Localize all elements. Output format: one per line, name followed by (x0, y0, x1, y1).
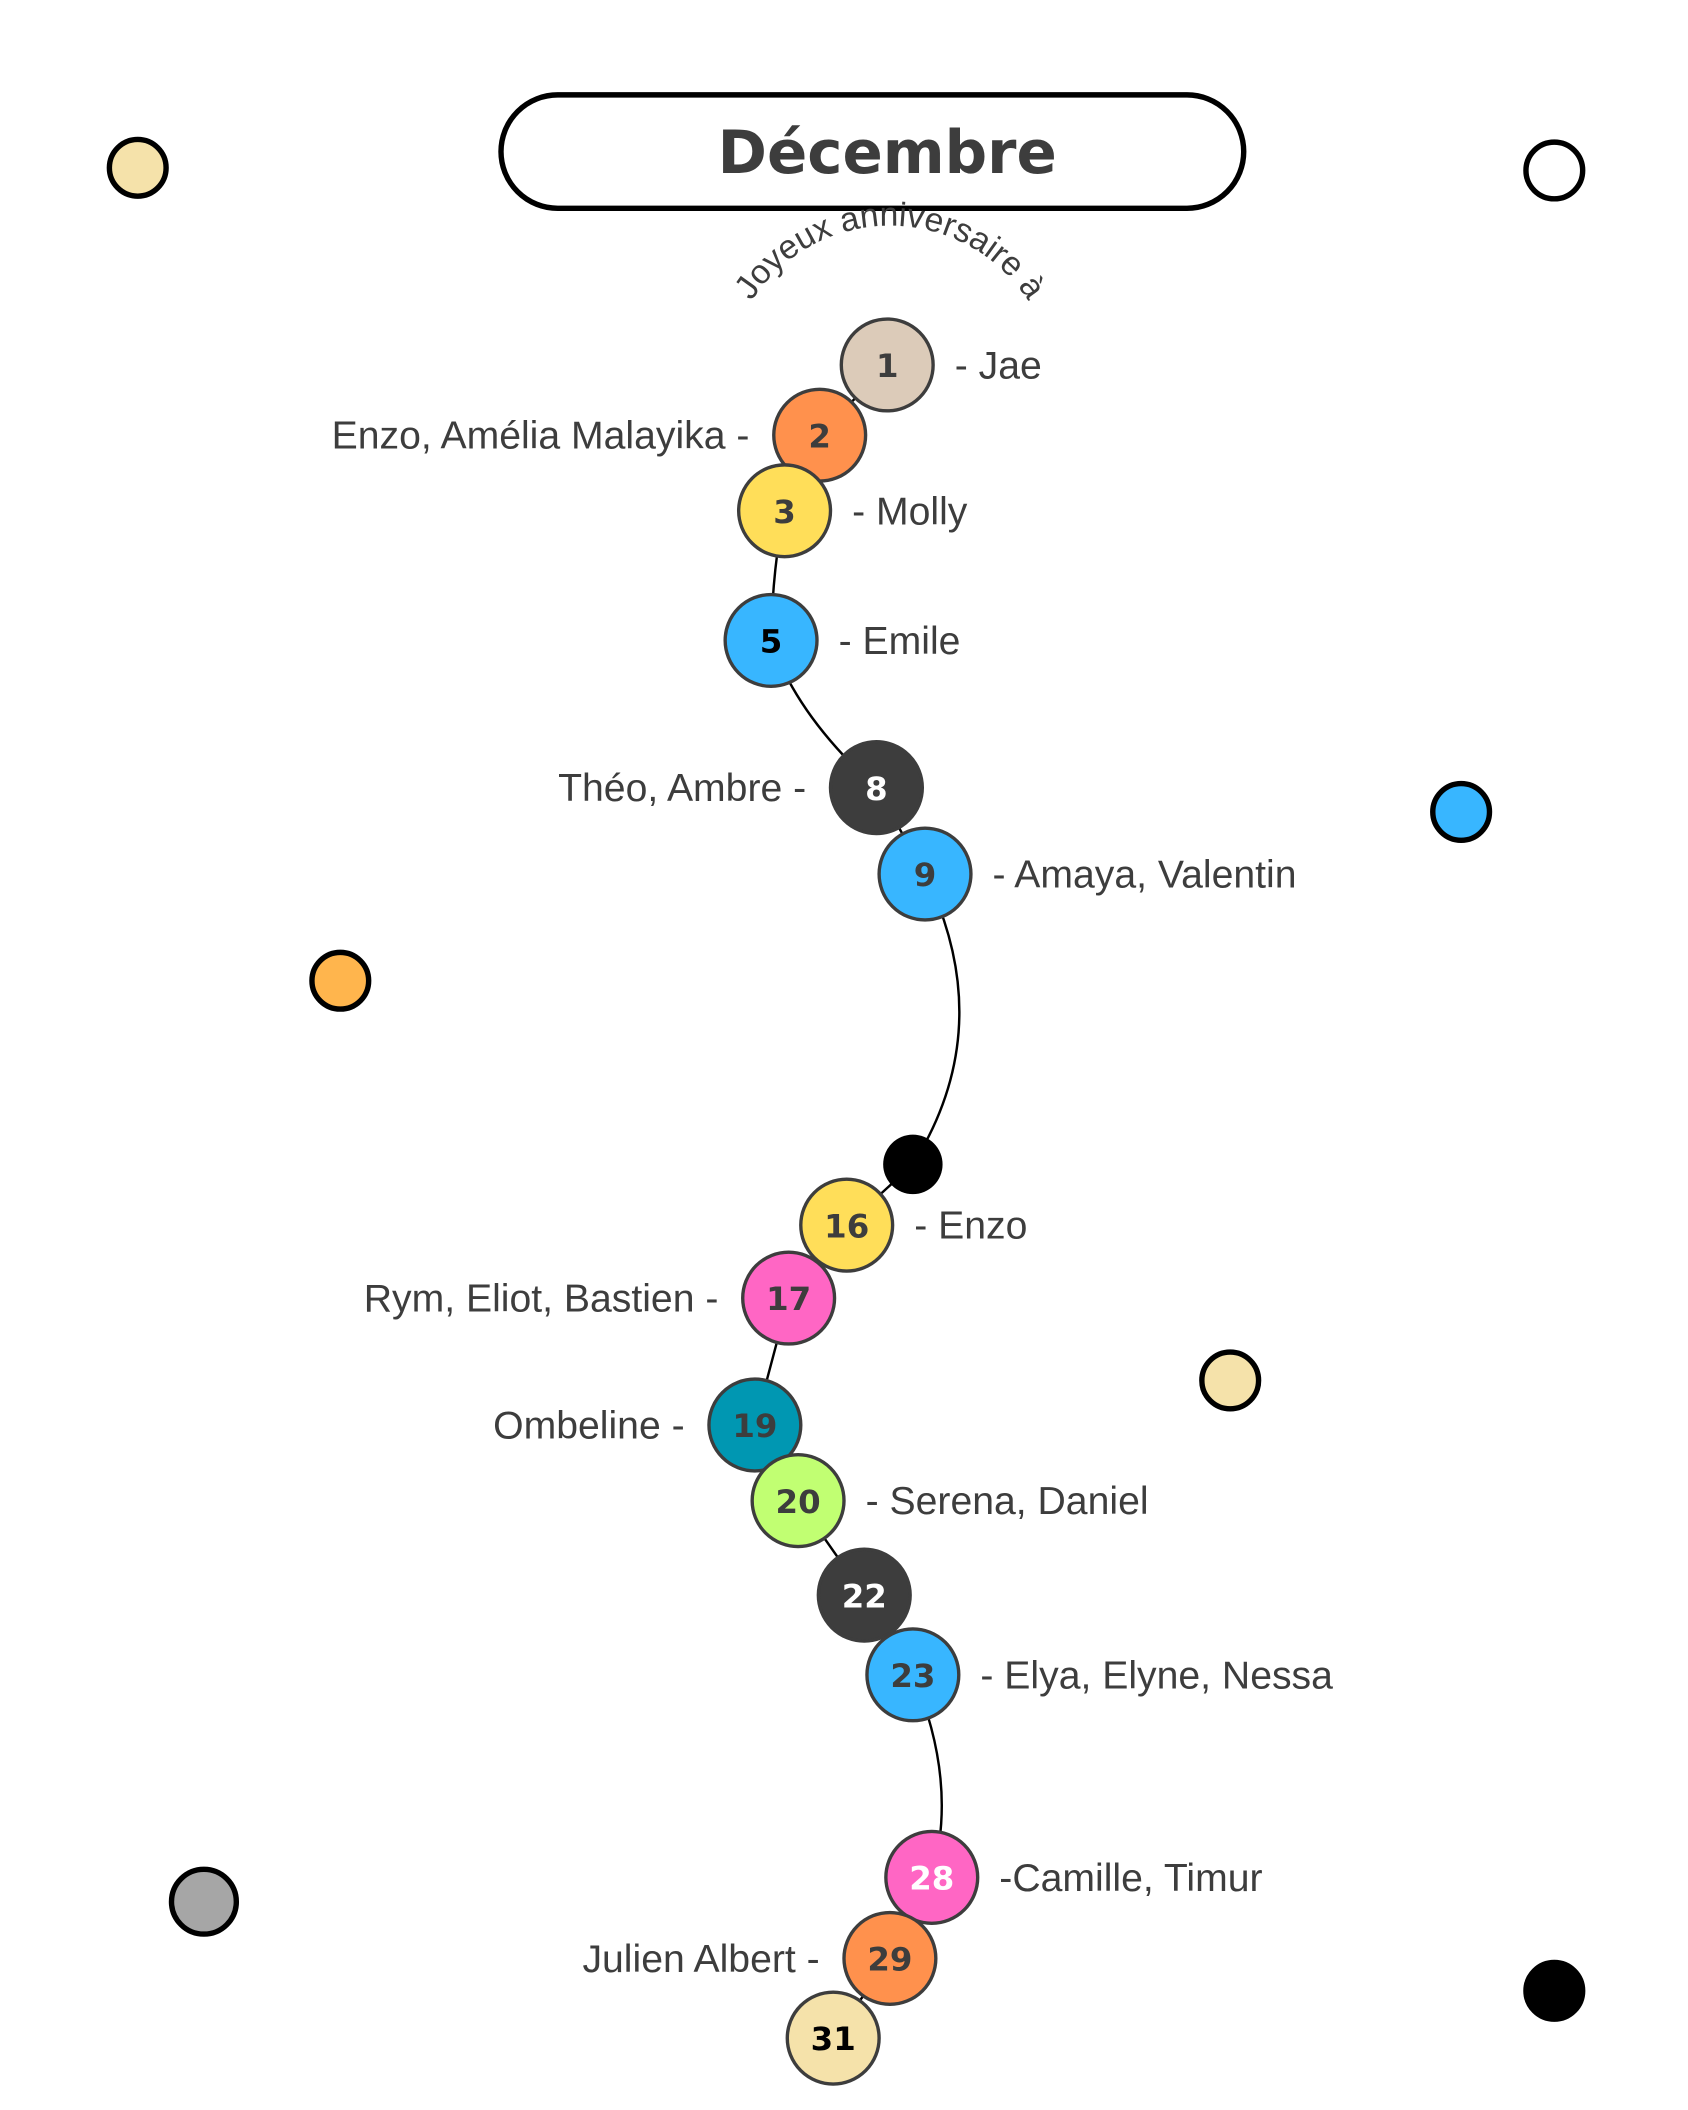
day-number: 23 (890, 1657, 935, 1695)
birthday-item: 5 - Emile (723, 592, 961, 689)
birthday-names: - Serena, Daniel (866, 1480, 1149, 1523)
day-number: 2 (808, 417, 831, 455)
decor-dot (1199, 1349, 1262, 1412)
birthday-item: 31 (785, 1990, 881, 2086)
day-number: 5 (760, 623, 783, 661)
birthday-item: 8 Théo, Ambre - (558, 740, 925, 836)
day-number: 28 (909, 1860, 954, 1898)
birthday-names: -Camille, Timur (999, 1857, 1262, 1900)
decor-dot (1523, 139, 1586, 202)
birthday-list: 1 - Jae 2 Enzo, Amélia Malayika - 3 - Molly 5 -… (332, 317, 1333, 2086)
decor-dot (1430, 780, 1493, 843)
birthday-item: 29 Julien Albert - (582, 1910, 938, 2007)
birthday-item: 9 - Amaya, Valentin (877, 826, 1297, 922)
birthday-names: Rym, Eliot, Bastien - (364, 1278, 719, 1321)
day-bubble (865, 1627, 961, 1723)
day-bubble (736, 463, 833, 559)
day-number: 17 (766, 1280, 811, 1318)
decor-dot (1523, 1959, 1586, 2022)
title-pill: Décembre (498, 92, 1247, 211)
page-title: Décembre (718, 119, 1057, 188)
day-number: 3 (773, 493, 796, 531)
birthday-names: Théo, Ambre - (558, 767, 806, 810)
birthday-item: 23 - Elya, Elyne, Nessa (865, 1627, 1333, 1723)
day-number: 16 (824, 1207, 869, 1245)
birthday-item: 3 - Molly (736, 463, 968, 559)
birthday-item: 2 Enzo, Amélia Malayika - (332, 387, 868, 483)
day-number: 29 (867, 1941, 912, 1979)
day-number: 22 (842, 1577, 887, 1615)
decor-dot (106, 136, 169, 199)
birthday-names: - Amaya, Valentin (993, 854, 1297, 897)
birthday-names: - Emile (839, 620, 961, 663)
day-bubble (723, 592, 819, 689)
subtitle-arc-text: Joyeux anniversaire à (727, 196, 1053, 306)
day-bubble (741, 1250, 837, 1346)
birthday-item: 16 - Enzo (799, 1177, 1027, 1273)
birthday-names: - Elya, Elyne, Nessa (980, 1654, 1333, 1697)
birthday-names: Julien Albert - (582, 1938, 819, 1981)
birthday-names: - Jae (955, 344, 1042, 387)
day-number: 9 (914, 856, 937, 894)
day-bubble (816, 1547, 912, 1643)
birthday-item: 28 -Camille, Timur (884, 1829, 1263, 1925)
day-bubble (842, 1910, 938, 2007)
birthday-names: - Molly (852, 490, 968, 533)
subtitle-text: Joyeux anniversaire à (727, 196, 1053, 306)
decor-dot (168, 1866, 240, 1937)
day-bubble (707, 1377, 803, 1473)
birthday-item: 19 Ombeline - (493, 1377, 803, 1473)
day-number: 19 (732, 1407, 777, 1445)
day-number: 31 (811, 2020, 856, 2058)
birthday-names: - Enzo (914, 1205, 1027, 1248)
day-number: 20 (776, 1483, 821, 1521)
birthday-item: 17 Rym, Eliot, Bastien - (364, 1250, 837, 1346)
day-bubble (785, 1990, 881, 2086)
day-bubble (799, 1177, 895, 1273)
timeline-marker-dot (883, 1134, 943, 1195)
day-bubble (750, 1453, 846, 1549)
birthday-names: Enzo, Amélia Malayika - (332, 415, 750, 458)
birthday-item: 22 (816, 1547, 912, 1643)
decor-dots (106, 136, 1586, 2022)
day-number: 1 (876, 347, 899, 385)
birthday-names: Ombeline - (493, 1405, 685, 1448)
day-bubble (877, 826, 973, 922)
day-bubble (884, 1829, 980, 1925)
day-bubble (839, 317, 935, 413)
decor-dot (309, 949, 372, 1012)
day-number: 8 (865, 770, 888, 808)
title-pill-border (498, 92, 1247, 211)
day-bubble (828, 740, 925, 836)
birthday-item: 1 - Jae (839, 317, 1042, 413)
birthday-item: 20 - Serena, Daniel (750, 1453, 1149, 1549)
